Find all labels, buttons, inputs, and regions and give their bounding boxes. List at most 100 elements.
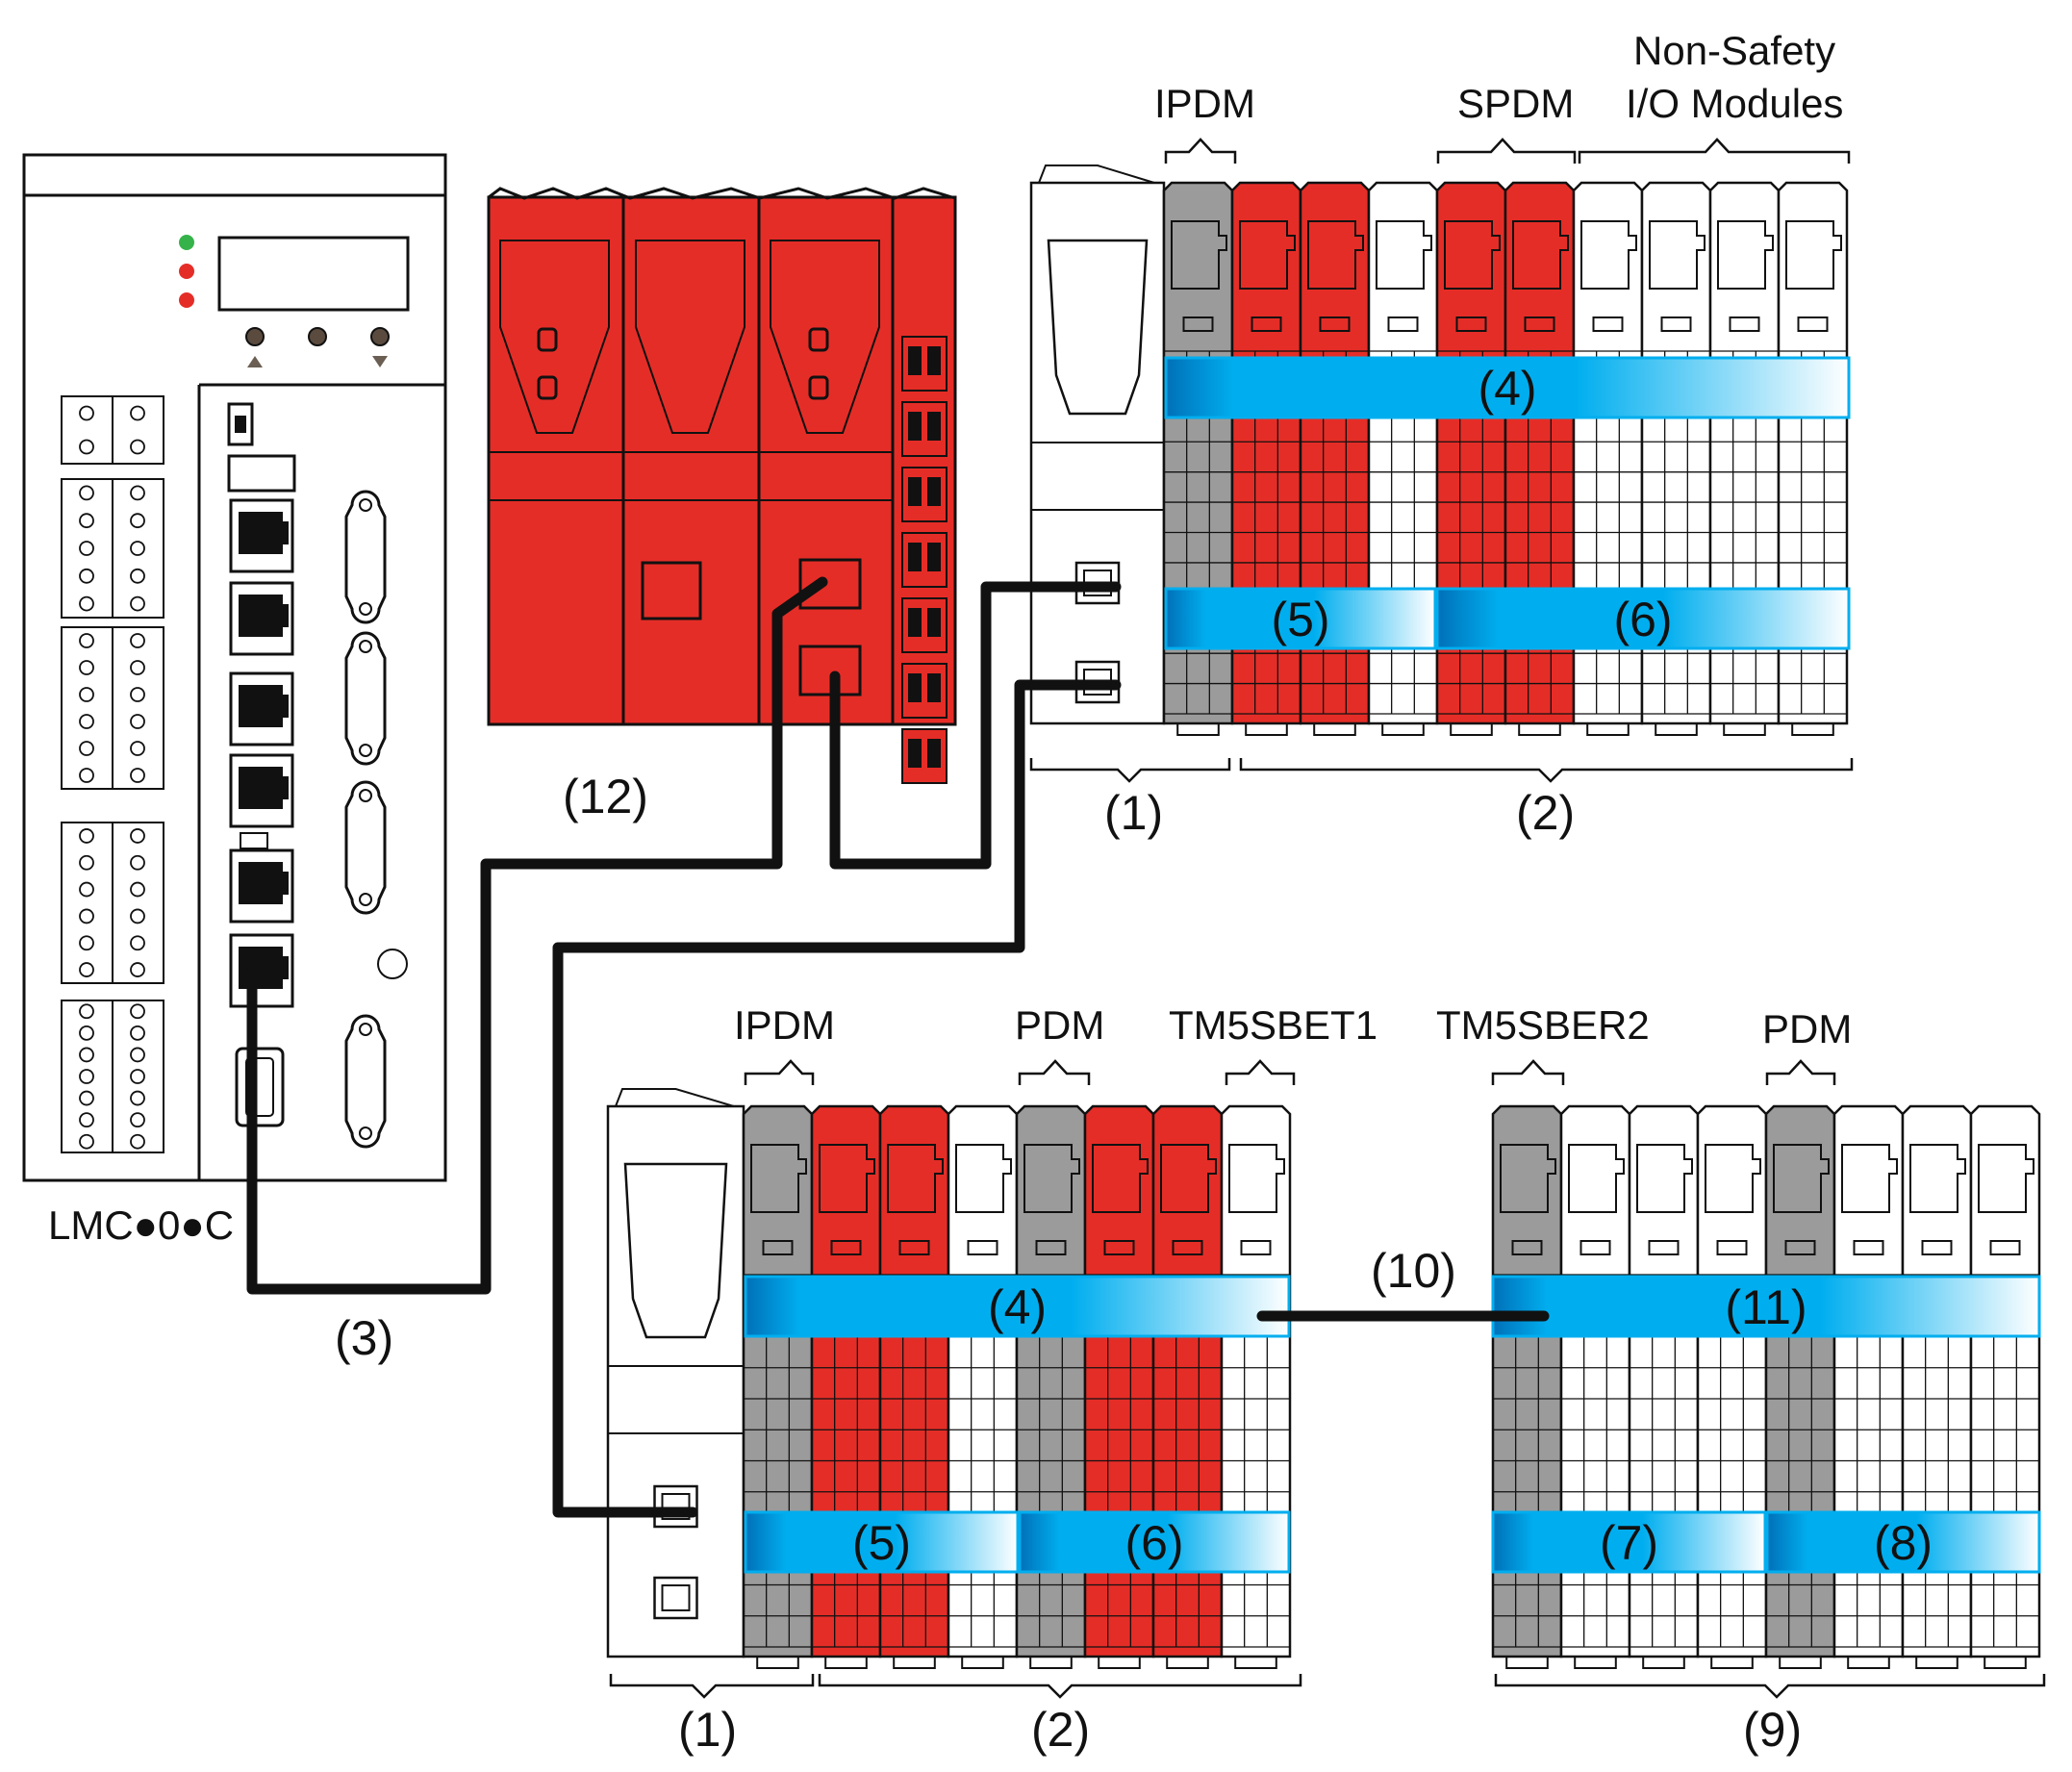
terminal-block	[112, 395, 164, 465]
ethernet-port-icon[interactable]	[229, 933, 294, 1008]
terminal-slot	[901, 663, 948, 719]
io-module-white	[1969, 1104, 2041, 1669]
controller-knob	[377, 949, 408, 979]
terminal-block	[112, 478, 164, 619]
expansion-io-rack	[1491, 1104, 2041, 1669]
io-module-gray	[1491, 1104, 1563, 1669]
label-bot-pdm: PDM	[1015, 1002, 1104, 1048]
io-module-white	[1559, 1104, 1631, 1669]
controller-dsub-connectors	[344, 490, 387, 1149]
io-module-white	[1029, 165, 1166, 725]
controller-label: LMC●0●C	[48, 1202, 234, 1248]
safety-controller: (12)	[487, 187, 957, 823]
callout-10: (10)	[1371, 1244, 1456, 1298]
label-bot-ipdm: IPDM	[734, 1002, 835, 1048]
input-bus-top-label: (5)	[1271, 593, 1329, 646]
io-module-white	[1220, 1104, 1292, 1669]
io-module-red	[810, 1104, 882, 1669]
safety-terminal-strip	[901, 336, 948, 784]
output-bus-bottom: (6)	[1018, 1510, 1291, 1574]
controller-terminal-blocks	[61, 395, 164, 1153]
ethernet-port-icon[interactable]	[229, 671, 294, 747]
labels: IPDM SPDM Non-Safety I/O Modules IPDM PD…	[335, 28, 1852, 1757]
label-tm5sber2: TM5SBER2	[1436, 1002, 1650, 1048]
status-led-red-1	[179, 264, 194, 279]
arrow-up-icon	[247, 356, 263, 367]
usb-port	[227, 454, 296, 493]
terminal-block	[61, 822, 114, 984]
callout-3: (3)	[335, 1311, 393, 1365]
io-module-white	[1832, 1104, 1905, 1669]
callout-1-top: (1)	[1104, 786, 1163, 840]
terminal-slot	[901, 532, 948, 588]
terminal-slot	[901, 467, 948, 522]
io-module-white	[1628, 1104, 1700, 1669]
label-exp-pdm: PDM	[1762, 1006, 1852, 1051]
status-led-red-2	[179, 292, 194, 308]
io-module-gray	[1015, 1104, 1087, 1669]
callout-1-bot: (1)	[678, 1703, 737, 1757]
label-brackets	[609, 138, 2046, 1699]
cable-safety-to-bottom-rack	[552, 679, 1122, 1518]
input-bus-expansion: (7)	[1491, 1510, 1767, 1574]
terminal-slot	[901, 597, 948, 653]
io-module-gray	[1764, 1104, 1836, 1669]
io-module-red	[878, 1104, 950, 1669]
serial-port	[235, 1047, 285, 1127]
io-module-white	[1708, 181, 1781, 736]
ethernet-port-icon[interactable]	[229, 498, 294, 573]
power-bus-expansion-label: (11)	[1725, 1280, 1807, 1334]
ethernet-port-icon[interactable]	[229, 848, 294, 924]
dsub-connector-icon	[344, 631, 387, 766]
label-non-safety-2: I/O Modules	[1626, 81, 1843, 126]
io-module-white	[1640, 181, 1712, 736]
terminal-slot	[901, 728, 948, 784]
io-module-white	[606, 1088, 745, 1658]
arrow-down-icon	[372, 356, 388, 367]
callout-12: (12)	[563, 770, 648, 823]
label-top-ipdm: IPDM	[1154, 81, 1255, 126]
coupler-ethernet-port-icon[interactable]	[653, 1576, 698, 1620]
label-tm5sbet1: TM5SBET1	[1169, 1002, 1377, 1048]
dsub-connector-icon	[344, 1014, 387, 1149]
output-bus-top-label: (6)	[1613, 593, 1672, 646]
cables	[246, 576, 1550, 1518]
output-bus-top: (6)	[1435, 587, 1851, 650]
controller-nav-buttons	[245, 327, 390, 367]
io-module-white	[1696, 1104, 1768, 1669]
motion-controller: LMC●0●C	[22, 153, 447, 1248]
label-non-safety-1: Non-Safety	[1633, 28, 1835, 73]
io-module-white	[1367, 181, 1439, 736]
output-bus-expansion: (8)	[1765, 1510, 2041, 1574]
io-module-white	[1901, 1104, 1973, 1669]
terminal-block	[112, 822, 164, 984]
power-bus-top: (4)	[1164, 356, 1851, 419]
terminal-block	[61, 478, 114, 619]
power-bus-bottom-label: (4)	[988, 1280, 1047, 1334]
io-module-red	[1083, 1104, 1155, 1669]
callout-2-bot: (2)	[1031, 1703, 1090, 1757]
callout-9: (9)	[1743, 1703, 1802, 1757]
terminal-block	[112, 626, 164, 790]
bottom-io-rack	[606, 1088, 1292, 1669]
terminal-block	[61, 395, 114, 465]
ethernet-port-icon[interactable]	[229, 581, 294, 656]
io-module-red	[1299, 181, 1371, 736]
io-module-red	[1230, 181, 1302, 736]
terminal-slot	[901, 336, 948, 392]
input-bus-bottom-label: (5)	[852, 1516, 911, 1570]
coupler-ethernet-port-icon[interactable]	[653, 1484, 698, 1529]
io-module-gray	[742, 1104, 814, 1669]
terminal-block	[61, 1000, 114, 1153]
cable-controller-to-safety	[246, 576, 828, 1295]
safety-ethernet-port-1	[798, 558, 862, 610]
io-module-red	[1435, 181, 1507, 736]
input-bus-expansion-label: (7)	[1600, 1516, 1658, 1570]
controller-display	[217, 236, 410, 312]
ethernet-port-icon[interactable]	[229, 753, 294, 828]
io-module-red	[1151, 1104, 1224, 1669]
status-led-green	[179, 235, 194, 250]
controller-ethernet-ports	[229, 498, 294, 1008]
dsub-connector-icon	[344, 490, 387, 624]
io-module-white	[1777, 181, 1849, 736]
